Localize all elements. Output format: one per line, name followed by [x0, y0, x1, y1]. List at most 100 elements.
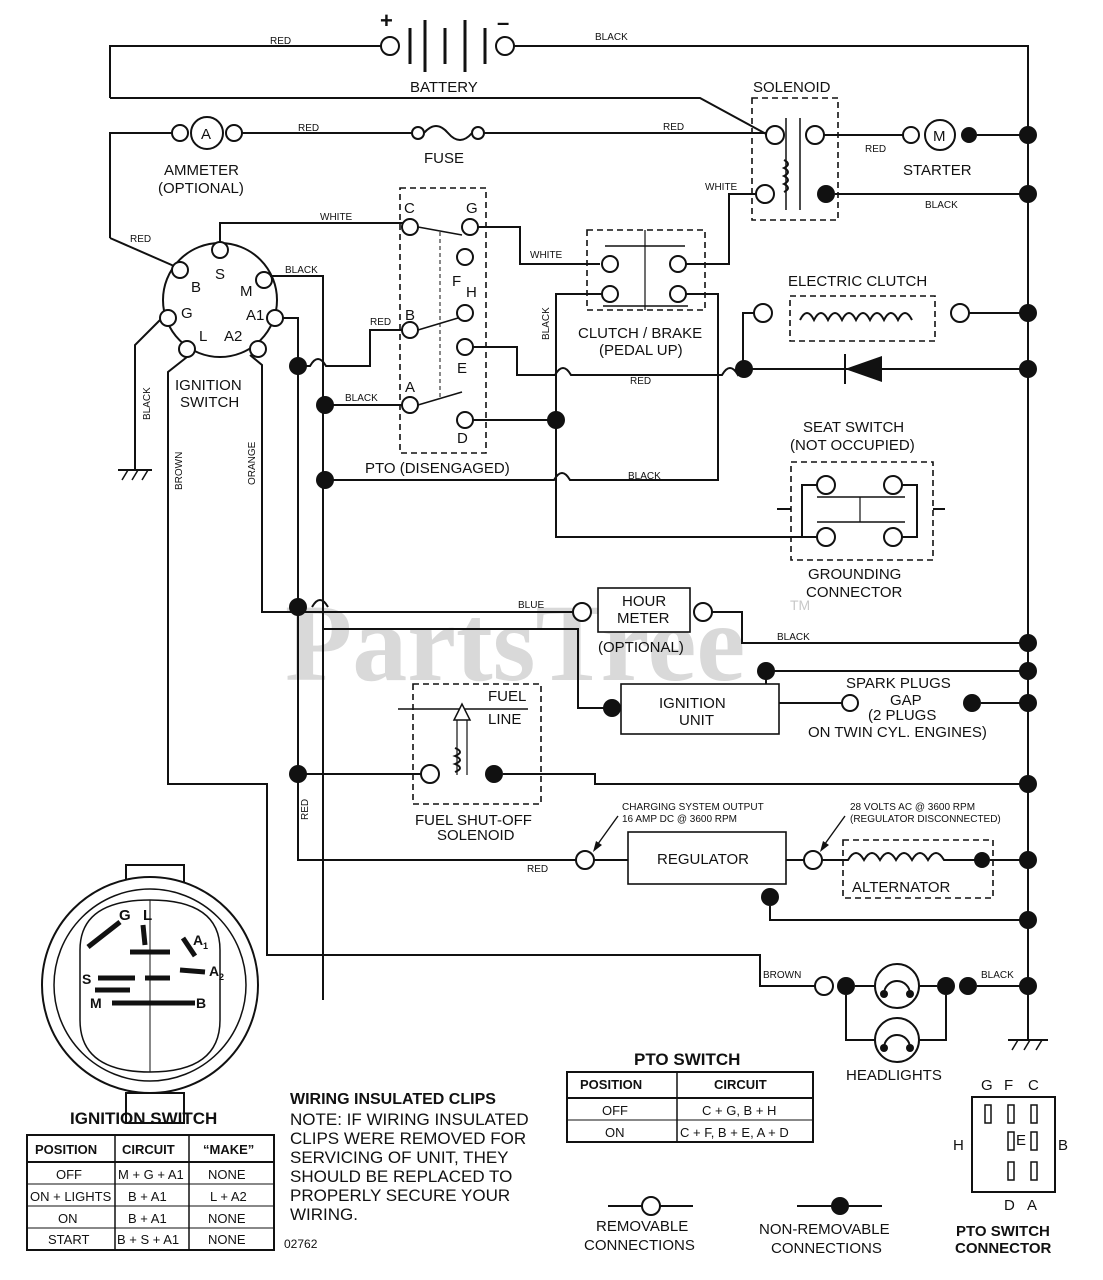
clips-note-line-0: NOTE: IF WIRING INSULATED	[290, 1110, 529, 1129]
pto-terminal-d: D	[457, 430, 468, 447]
wiring-clips-note: WIRING INSULATED CLIPS NOTE: IF WIRING I…	[284, 1091, 529, 1251]
seat-switch-label-1: SEAT SWITCH	[803, 419, 904, 436]
pto-terminal-b: B	[405, 307, 415, 324]
clips-note-line-1: CLIPS WERE REMOVED FOR	[290, 1129, 526, 1148]
ign-table-r2-c2: NONE	[208, 1211, 246, 1226]
ign-l-brown-wire	[167, 356, 815, 987]
ign-table-r1-c1: B + A1	[128, 1189, 167, 1204]
fuel-solenoid-label-2: SOLENOID	[437, 827, 515, 844]
fuse-label: FUSE	[424, 150, 464, 167]
pto-conn-center-e: E	[1016, 1132, 1026, 1149]
wire-label-black-solenoid: BLACK	[925, 200, 958, 211]
pto-conn-right-b: B	[1058, 1137, 1068, 1154]
wire-label-red-starter: RED	[865, 144, 886, 155]
ac-output-label-1: 28 VOLTS AC @ 3600 RPM	[850, 802, 975, 813]
pto-table-header-position: POSITION	[580, 1077, 642, 1092]
fuel-solenoid-ground-wire	[503, 773, 1028, 785]
wire-label-red-ammeter: RED	[298, 123, 319, 134]
regulator-ground-wire	[769, 906, 1028, 921]
ign-terminal-l: L	[199, 328, 207, 345]
hour-meter: HOUR METER (OPTIONAL)	[572, 587, 713, 656]
fuel-line-label-1: FUEL	[488, 688, 526, 705]
ign-table-header-position: POSITION	[35, 1142, 97, 1157]
battery-label: BATTERY	[410, 79, 478, 96]
electric-clutch-label: ELECTRIC CLUTCH	[788, 273, 927, 290]
regulator-label: REGULATOR	[657, 851, 749, 868]
ignition-table-title: IGNITION SWITCH	[70, 1109, 217, 1128]
ign-ground-symbol	[118, 469, 152, 481]
starter-glyph: M	[933, 128, 946, 145]
ignition-switch-label-2: SWITCH	[180, 394, 239, 411]
alternator-label: ALTERNATOR	[852, 879, 951, 896]
clutch-brake-label-1: CLUTCH / BRAKE	[578, 325, 702, 342]
seat-switch-feed-wire	[555, 420, 817, 538]
pto-conn-title-1: PTO SWITCH	[956, 1223, 1050, 1240]
wire-label-black-headlights: BLACK	[981, 970, 1014, 981]
ign-terminal-a1: A1	[246, 307, 264, 324]
seat-switch: SEAT SWITCH (NOT OCCUPIED) GROUNDING CON…	[790, 419, 934, 601]
ammeter-glyph: A	[201, 126, 211, 143]
spark-plugs-label-1: SPARK PLUGS	[846, 675, 951, 692]
wire-label-red-clutch: RED	[630, 376, 651, 387]
hour-meter-label-1: HOUR	[622, 593, 666, 610]
ammeter: A AMMETER (OPTIONAL)	[158, 116, 244, 197]
clutch-black-wire	[555, 293, 602, 420]
wire-label-white-solenoid: WHITE	[705, 182, 738, 193]
legend-removable-label-1: REMOVABLE	[596, 1218, 688, 1235]
wire-label-red-regulator: RED	[527, 864, 548, 875]
ign-table-r0-c2: NONE	[208, 1167, 246, 1182]
spark-plugs-label-4: ON TWIN CYL. ENGINES)	[808, 724, 987, 741]
wire-label-black-pto-a: BLACK	[345, 393, 378, 404]
ignition-switch: S B M G A1 L A2 IGNITION SWITCH	[159, 241, 284, 411]
battery-to-solenoid-wire	[110, 97, 769, 136]
starter-label: STARTER	[903, 162, 972, 179]
ign-a2-orange-wire	[249, 354, 582, 613]
ign-table-r2-c0: ON	[58, 1211, 78, 1226]
plug-face-a2-sub: 2	[219, 972, 224, 982]
seat-switch-label-2: (NOT OCCUPIED)	[790, 437, 915, 454]
pto-table-r0-c0: OFF	[602, 1103, 628, 1118]
wire-label-red-fuse: RED	[663, 122, 684, 133]
pto-conn-bottom-a: A	[1027, 1197, 1037, 1214]
ign-terminal-g: G	[181, 305, 193, 322]
pto-label: PTO (DISENGAGED)	[365, 460, 510, 477]
starter: M STARTER	[902, 119, 977, 179]
ign-table-r1-c0: ON + LIGHTS	[30, 1189, 112, 1204]
grounding-connector-label-2: CONNECTOR	[806, 584, 903, 601]
ign-table-r2-c1: B + A1	[128, 1211, 167, 1226]
plug-face-l: L	[143, 907, 152, 924]
fuel-solenoid-label-1: FUEL SHUT-OFF	[415, 812, 532, 829]
clips-note-line-3: SHOULD BE REPLACED TO	[290, 1167, 512, 1186]
wire-label-black-ign-m: BLACK	[285, 265, 318, 276]
wire-label-black-seat: BLACK	[628, 471, 661, 482]
pto-terminal-f: F	[452, 273, 461, 290]
plug-face-m: M	[90, 995, 102, 1011]
clips-note-line-2: SERVICING OF UNIT, THEY	[290, 1148, 509, 1167]
legend-nonremovable-symbol	[831, 1197, 849, 1215]
pto-conn-top-g: G	[981, 1077, 993, 1094]
pto-table-r1-c1: C + F, B + E, A + D	[680, 1125, 789, 1140]
legend-nonremovable-label-2: CONNECTIONS	[771, 1240, 882, 1257]
clips-note-line-5: WIRING.	[290, 1205, 358, 1224]
wire-label-orange: ORANGE	[247, 441, 258, 485]
pto-conn-left-h: H	[953, 1137, 964, 1154]
wire-label-white-pto-g: WHITE	[530, 250, 563, 261]
part-number: 02762	[284, 1237, 318, 1251]
ignition-switch-label-1: IGNITION	[175, 377, 242, 394]
spark-plugs-label-3: (2 PLUGS	[868, 707, 936, 724]
hour-meter-ground-wire	[712, 611, 1028, 644]
legend-removable-symbol	[641, 1196, 661, 1216]
solenoid-label: SOLENOID	[753, 79, 831, 96]
alternator: ALTERNATOR	[822, 839, 994, 899]
pto-table-r1-c0: ON	[605, 1125, 625, 1140]
ign-table-header-make: “MAKE”	[203, 1142, 254, 1157]
battery: + – BATTERY RED BLACK	[109, 8, 1029, 1030]
pto-terminal-g: G	[466, 200, 478, 217]
pto-conn-top-f: F	[1004, 1077, 1013, 1094]
legend-removable-label-2: CONNECTIONS	[584, 1237, 695, 1254]
wire-label-red-fuel: RED	[300, 799, 311, 820]
wire-label-brown-headlights: BROWN	[763, 970, 801, 981]
wire-label-black-clutch: BLACK	[541, 307, 552, 340]
electric-clutch: ELECTRIC CLUTCH	[753, 273, 970, 342]
clips-note-title: WIRING INSULATED CLIPS	[290, 1091, 496, 1108]
